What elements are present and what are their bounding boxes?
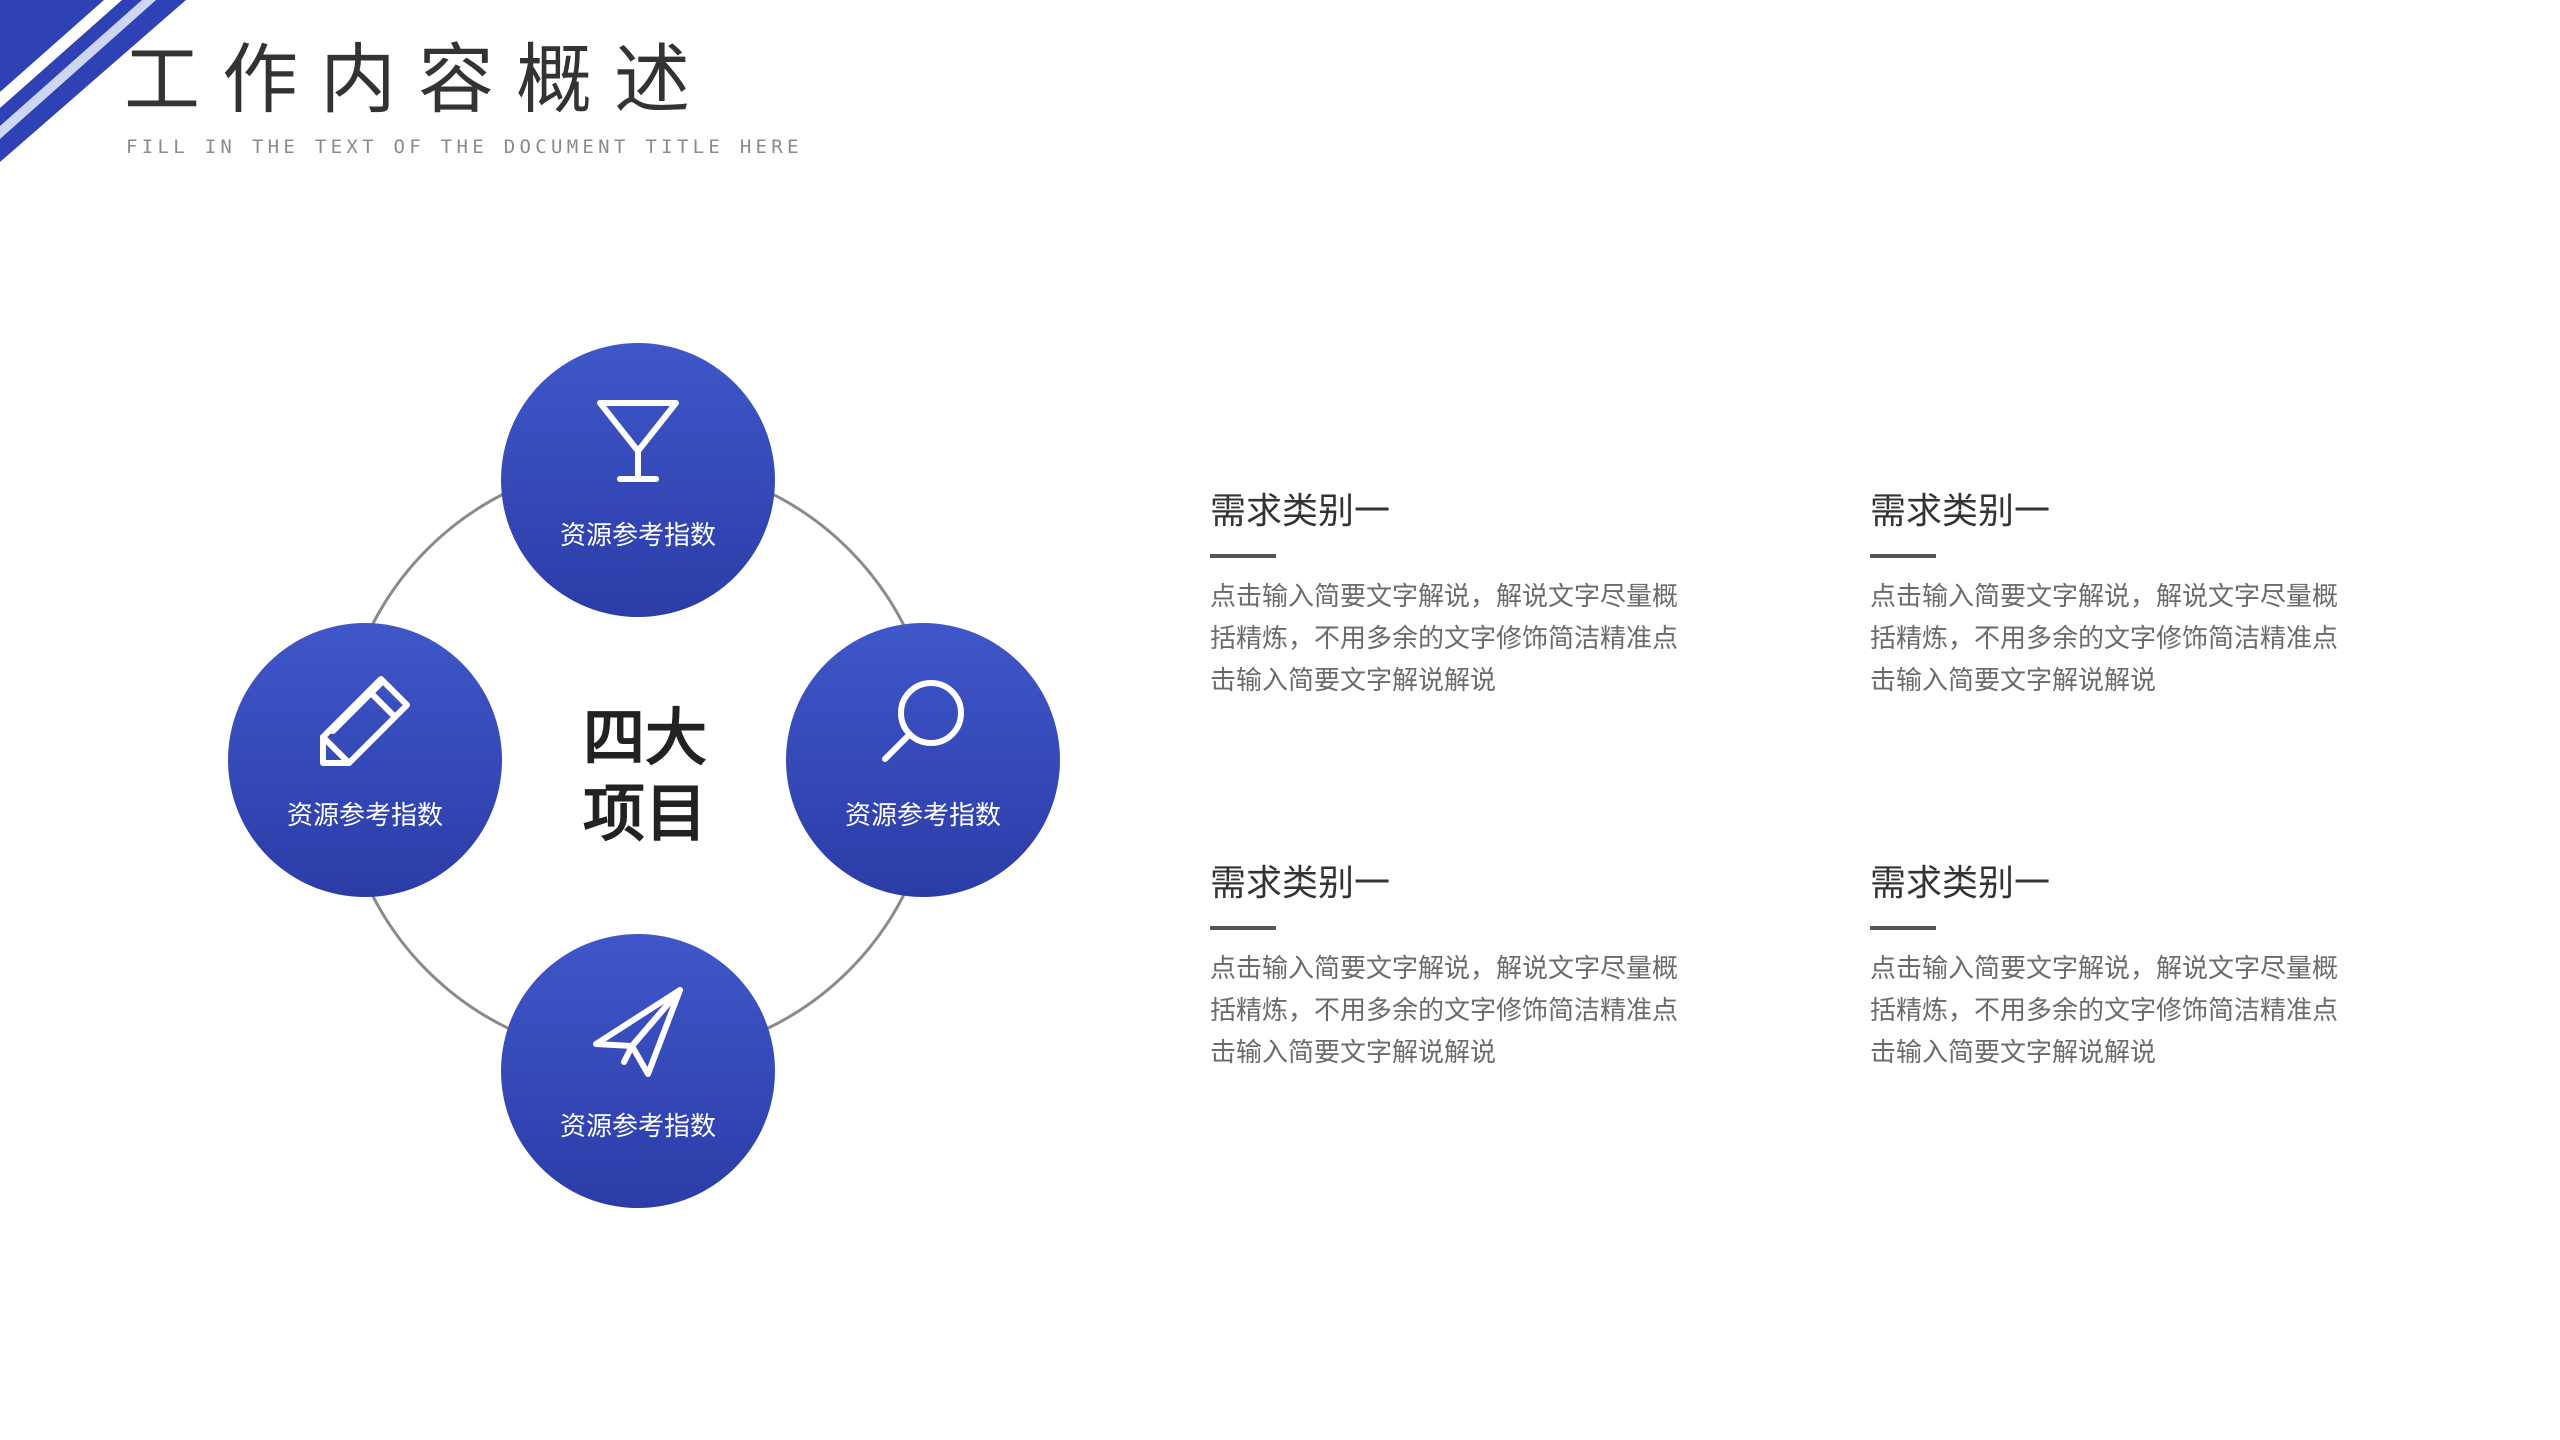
- info-description: 点击输入简要文字解说，解说文字尽量概括精炼，不用多余的文字修饰简洁精准点击输入简…: [1210, 954, 1679, 1068]
- node-label: 资源参考指数: [844, 801, 1001, 831]
- page-subtitle: FILL IN THE TEXT OF THE DOCUMENT TITLE H…: [126, 136, 803, 158]
- title-underline: [1870, 926, 1936, 930]
- center-title-line1: 四大: [582, 701, 707, 774]
- node-top[interactable]: 资源参考指数: [501, 343, 775, 617]
- node-right[interactable]: 资源参考指数: [786, 623, 1060, 897]
- title-underline: [1210, 926, 1276, 930]
- magnifier-icon: [882, 680, 964, 762]
- pencil-icon: [320, 676, 410, 766]
- node-label: 资源参考指数: [559, 521, 716, 551]
- corner-stripes: [0, 0, 186, 162]
- info-title: 需求类别一: [1210, 863, 1391, 904]
- info-block-4: 需求类别一 点击输入简要文字解说，解说文字尽量概括精炼，不用多余的文字修饰简洁精…: [1870, 862, 2390, 1074]
- diagram-center-title: 四大 项目: [540, 700, 750, 852]
- info-description: 点击输入简要文字解说，解说文字尽量概括精炼，不用多余的文字修饰简洁精准点击输入简…: [1870, 954, 2339, 1068]
- title-underline: [1870, 554, 1936, 558]
- node-bottom[interactable]: 资源参考指数: [501, 934, 775, 1208]
- node-label: 资源参考指数: [286, 801, 443, 831]
- node-label: 资源参考指数: [559, 1112, 716, 1142]
- info-description: 点击输入简要文字解说，解说文字尽量概括精炼，不用多余的文字修饰简洁精准点击输入简…: [1870, 582, 2339, 696]
- info-description: 点击输入简要文字解说，解说文字尽量概括精炼，不用多余的文字修饰简洁精准点击输入简…: [1210, 582, 1679, 696]
- info-title: 需求类别一: [1210, 491, 1391, 532]
- center-title-line2: 项目: [582, 777, 707, 850]
- info-block-1: 需求类别一 点击输入简要文字解说，解说文字尽量概括精炼，不用多余的文字修饰简洁精…: [1210, 490, 1730, 702]
- info-block-2: 需求类别一 点击输入简要文字解说，解说文字尽量概括精炼，不用多余的文字修饰简洁精…: [1870, 490, 2390, 702]
- title-underline: [1210, 554, 1276, 558]
- page-title: 工作内容概述: [124, 35, 712, 124]
- info-block-3: 需求类别一 点击输入简要文字解说，解说文字尽量概括精炼，不用多余的文字修饰简洁精…: [1210, 862, 1730, 1074]
- cocktail-glass-icon: [597, 400, 679, 482]
- info-title: 需求类别一: [1870, 863, 2051, 904]
- paper-plane-icon: [593, 987, 683, 1077]
- node-left[interactable]: 资源参考指数: [228, 623, 502, 897]
- info-title: 需求类别一: [1870, 491, 2051, 532]
